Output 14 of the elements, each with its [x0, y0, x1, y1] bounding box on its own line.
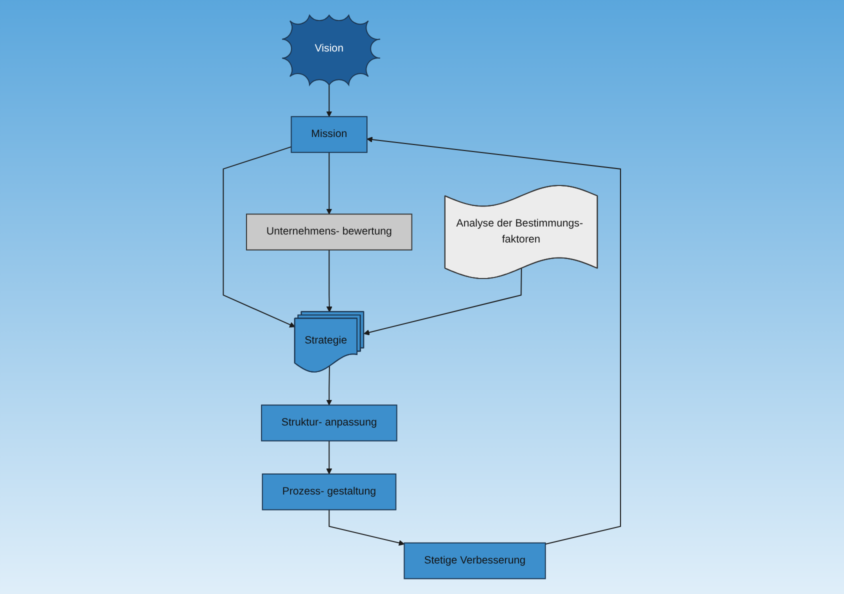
node-box: Prozess- gestaltung	[262, 474, 396, 510]
arrow	[326, 440, 332, 474]
node-box: Stetige Verbesserung	[404, 542, 546, 580]
arrow	[222, 146, 296, 328]
arrow	[364, 268, 522, 336]
arrow	[326, 366, 332, 406]
node-box: Struktur- anpassung	[261, 404, 398, 442]
node-box: Mission	[290, 116, 368, 153]
arrow	[326, 249, 332, 312]
arrow	[366, 136, 622, 545]
arrow	[328, 509, 405, 546]
arrow	[326, 82, 332, 117]
arrow	[326, 152, 332, 214]
node-box: Unternehmens- bewertung	[246, 214, 412, 250]
